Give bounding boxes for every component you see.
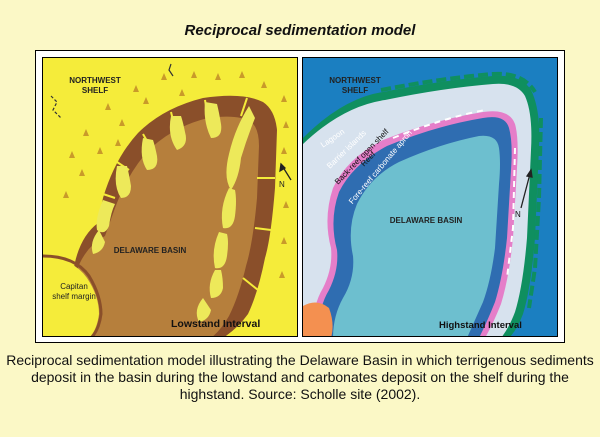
capitan-label: Capitan shelf margin: [52, 282, 96, 301]
lowstand-panel: NORTHWEST SHELF DELAWARE BASIN Capitan s…: [42, 57, 298, 337]
lowstand-interval-label: Lowstand Interval: [171, 318, 261, 330]
figure-caption: Reciprocal sedimentation model illustrat…: [6, 352, 594, 402]
figure-title: Reciprocal sedimentation model: [184, 22, 416, 39]
north-letter: N: [515, 210, 521, 219]
highstand-panel: NORTHWEST SHELF DELAWARE BASIN Highstand…: [302, 57, 558, 337]
delaware-basin-label: DELAWARE BASIN: [113, 246, 187, 255]
lowstand-map: [43, 63, 292, 336]
highstand-interval-label: Highstand Interval: [439, 320, 522, 331]
north-letter: N: [279, 180, 285, 189]
highstand-map: [303, 71, 543, 336]
north-arrow-icon: [279, 162, 292, 181]
northwest-shelf-label: NORTHWEST SHELF: [69, 76, 121, 95]
north-arrow-icon: [520, 168, 533, 209]
fan-glyphs: [63, 71, 289, 278]
diagram-frame: NORTHWEST SHELF DELAWARE BASIN Capitan s…: [35, 50, 565, 343]
northwest-shelf-label: NORTHWEST SHELF: [329, 76, 381, 95]
delaware-basin-label: DELAWARE BASIN: [389, 216, 463, 225]
